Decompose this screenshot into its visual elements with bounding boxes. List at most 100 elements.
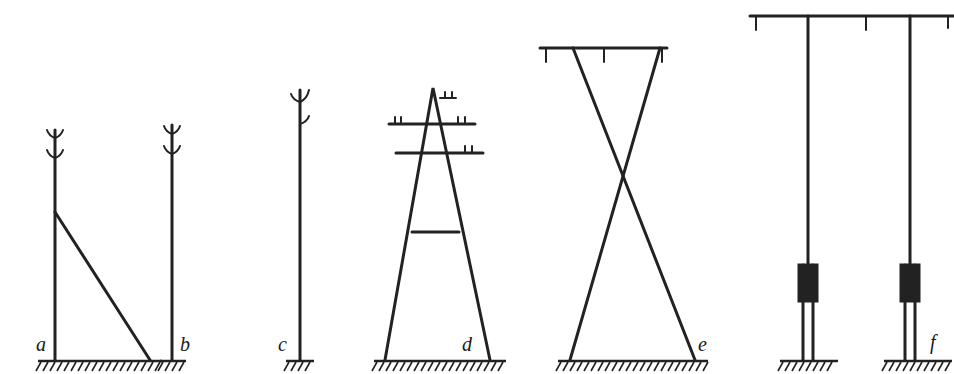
hatch-stroke — [78, 362, 83, 371]
hatch-stroke — [291, 362, 296, 371]
hatch-stroke — [442, 362, 447, 371]
hatch-stroke — [120, 362, 125, 371]
hatch-stroke — [113, 362, 118, 371]
hatch-stroke — [938, 362, 943, 371]
hatch-stroke — [421, 362, 426, 371]
strut — [55, 212, 150, 360]
pole-footings — [799, 265, 919, 360]
hatch-stroke — [435, 362, 440, 371]
hatch-stroke — [605, 362, 610, 371]
hatch-stroke — [903, 362, 908, 371]
hatch-stroke — [785, 362, 790, 371]
hatch-stroke — [393, 362, 398, 371]
hatch-stroke — [931, 362, 936, 371]
hatch-stroke — [633, 362, 638, 371]
hatch-stroke — [661, 362, 666, 371]
hatch-stroke — [910, 362, 915, 371]
hatch-stroke — [372, 362, 377, 371]
insulators — [395, 92, 472, 153]
hatch-stroke — [165, 362, 170, 371]
hatch-stroke — [148, 362, 153, 371]
hatch-stroke — [647, 362, 652, 371]
hatch-stroke — [654, 362, 659, 371]
insulators — [546, 48, 662, 62]
hatch-stroke — [127, 362, 132, 371]
hatch-stroke — [470, 362, 475, 371]
hatch-stroke — [820, 362, 825, 371]
ground-line — [374, 360, 506, 363]
hatch-stroke — [792, 362, 797, 371]
hatch-stroke — [456, 362, 461, 371]
hatch-stroke — [945, 362, 950, 371]
tower-leg — [573, 48, 695, 360]
figure-letter: c — [278, 334, 287, 354]
hatch-stroke — [43, 362, 48, 371]
ground-line — [558, 360, 708, 363]
hatch-stroke — [917, 362, 922, 371]
hatch-stroke — [570, 362, 575, 371]
hatch-stroke — [141, 362, 146, 371]
hatch-stroke — [491, 362, 496, 371]
hatch-stroke — [64, 362, 69, 371]
hatch-stroke — [172, 362, 177, 371]
hatch-stroke — [696, 362, 701, 371]
hatch-stroke — [92, 362, 97, 371]
ground-line — [38, 360, 162, 363]
hatch-stroke — [71, 362, 76, 371]
hatch-stroke — [386, 362, 391, 371]
pole — [909, 16, 912, 265]
figure-letter: a — [36, 334, 46, 354]
tower-leg — [570, 48, 660, 360]
hatch-stroke — [298, 362, 303, 371]
hatch-stroke — [158, 362, 163, 371]
hatch-stroke — [799, 362, 804, 371]
hatch-stroke — [305, 362, 310, 371]
hatch-stroke — [591, 362, 596, 371]
hatch-stroke — [57, 362, 62, 371]
hatch-stroke — [813, 362, 818, 371]
insulators — [164, 126, 180, 154]
insulators — [47, 130, 63, 158]
figure-letter: b — [180, 334, 190, 354]
insulators — [291, 90, 309, 124]
hatch-stroke — [484, 362, 489, 371]
hatch-stroke — [619, 362, 624, 371]
hatch-stroke — [806, 362, 811, 371]
hatch-stroke — [50, 362, 55, 371]
ground-line — [160, 360, 186, 363]
pole — [171, 125, 174, 360]
hatch-stroke — [577, 362, 582, 371]
hatch-stroke — [924, 362, 929, 371]
hatch-stroke — [827, 362, 832, 371]
hatch-stroke — [379, 362, 384, 371]
hatch-stroke — [778, 362, 783, 371]
hatch-stroke — [612, 362, 617, 371]
hatch-stroke — [689, 362, 694, 371]
hatch-stroke — [85, 362, 90, 371]
hatch-stroke — [463, 362, 468, 371]
ground-hatching — [36, 361, 952, 371]
hatch-stroke — [284, 362, 289, 371]
hatch-stroke — [640, 362, 645, 371]
figure-letter: e — [698, 334, 707, 354]
tie — [412, 231, 459, 234]
pole — [807, 16, 810, 265]
hatch-stroke — [584, 362, 589, 371]
hatch-stroke — [134, 362, 139, 371]
hatch-stroke — [449, 362, 454, 371]
hatch-stroke — [896, 362, 901, 371]
ground-line — [780, 360, 838, 363]
crossarm — [396, 152, 483, 155]
figure-letter: f — [930, 332, 936, 352]
hatch-stroke — [428, 362, 433, 371]
hatch-stroke — [626, 362, 631, 371]
ground-line — [884, 360, 952, 363]
hatch-stroke — [675, 362, 680, 371]
hatch-stroke — [99, 362, 104, 371]
hatch-stroke — [668, 362, 673, 371]
hatch-stroke — [703, 362, 708, 371]
beam — [750, 15, 954, 18]
hatch-stroke — [179, 362, 184, 371]
ground-line — [286, 360, 314, 363]
